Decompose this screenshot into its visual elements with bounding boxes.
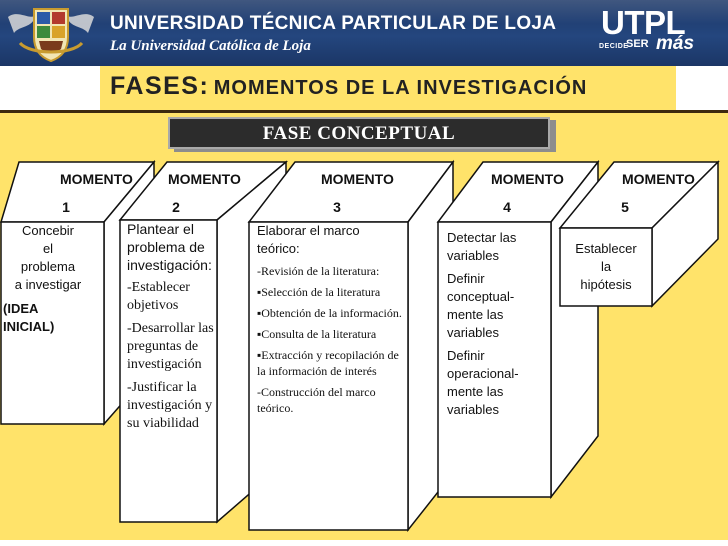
moment-2-item: -Justificar la investigación y su viabil… <box>127 380 213 431</box>
moment-2-item: -Establecer objetivos <box>127 280 190 313</box>
moment-4-content: Detectar las variables Definir conceptua… <box>447 229 545 419</box>
slide-title: FASES: MOMENTOS DE LA INVESTIGACIÓN <box>110 72 587 101</box>
moment-4-number: 4 <box>501 194 513 220</box>
moment-5-content: Establecer la hipótesis <box>566 240 646 294</box>
moment-1-label: MOMENTO <box>60 166 133 192</box>
moment-5-line: la <box>600 259 612 274</box>
moment-2-label-line2: 2 <box>172 199 180 215</box>
moment-1-note: (IDEA INICIAL) <box>3 301 55 334</box>
moment-1-line: el <box>42 241 54 256</box>
moment-3-intro: Elaborar el marco teórico: <box>257 223 360 256</box>
moment-3-label-line1: MOMENTO <box>321 171 394 187</box>
moment-4-front <box>437 221 552 498</box>
moment-3-item: ▪Obtención de la información. <box>257 306 402 320</box>
moment-3-item: ▪Selección de la literatura <box>257 285 381 299</box>
moment-3-label: MOMENTO <box>321 166 394 192</box>
moment-4-item: Detectar las variables <box>447 230 517 263</box>
title-bar <box>100 66 676 110</box>
moment-5-label: MOMENTO <box>622 166 695 192</box>
moment-3-item: ▪Consulta de la literatura <box>257 327 377 341</box>
moment-2-label-line1: MOMENTO <box>168 171 241 187</box>
moment-1-label-line2: 1 <box>62 199 70 215</box>
moment-4-item: Definir conceptual-mente las variables <box>447 271 515 340</box>
moment-2-front <box>119 219 218 523</box>
tagline-middle: SER <box>626 38 649 50</box>
moment-4-label-line1: MOMENTO <box>491 171 564 187</box>
university-crest-icon <box>8 8 94 63</box>
moment-4-item: Definir operacional-mente las variables <box>447 348 519 417</box>
moment-2-item: -Desarrollar las preguntas de investigac… <box>127 321 214 372</box>
utpl-logo: UTPL <box>601 4 686 41</box>
moment-3-front <box>248 221 409 531</box>
moment-2-number: 2 <box>170 194 182 220</box>
moment-5-line: hipótesis <box>580 277 632 292</box>
moment-3-label-line2: 3 <box>333 199 341 215</box>
moment-3-number: 3 <box>331 194 343 220</box>
moment-1-front <box>0 221 105 425</box>
header-shine <box>0 0 728 24</box>
moment-2-label: MOMENTO <box>168 166 241 192</box>
moment-3-item: ▪Extracción y recopilación de la informa… <box>257 348 399 378</box>
phase-banner: FASE CONCEPTUAL <box>168 117 550 149</box>
university-subtitle: La Universidad Católica de Loja <box>110 38 311 54</box>
moment-1-number: 1 <box>60 194 72 220</box>
moment-4-label: MOMENTO <box>491 166 564 192</box>
title-text: MOMENTOS DE LA INVESTIGACIÓN <box>213 77 588 99</box>
moment-5-front <box>559 227 653 307</box>
moment-2-content: Plantear el problema de investigación: -… <box>127 220 215 433</box>
tagline-suffix: más <box>656 33 695 54</box>
moment-1-line: Concebir <box>21 223 75 238</box>
moment-1-line: problema <box>20 259 76 274</box>
moment-1-content: Concebir el problema a investigar (IDEA … <box>3 222 93 336</box>
moment-5-label-line1: MOMENTO <box>622 171 695 187</box>
moment-4-label-line2: 4 <box>503 199 511 215</box>
title-prefix: FASES: <box>110 72 210 100</box>
moment-3-content: Elaborar el marco teórico: -Revisión de … <box>257 222 405 416</box>
moment-5-line: Establecer <box>575 241 637 256</box>
panel-divider <box>0 110 728 113</box>
university-header: UNIVERSIDAD TÉCNICA PARTICULAR DE LOJA L… <box>0 0 728 66</box>
moment-2-intro: Plantear el problema de investigación: <box>127 221 212 273</box>
moment-3-item: -Construcción del marco teórico. <box>257 385 376 415</box>
moment-1-label-line1: MOMENTO <box>60 171 133 187</box>
university-name: UNIVERSIDAD TÉCNICA PARTICULAR DE LOJA <box>110 13 557 34</box>
moment-1-line: a investigar <box>14 277 82 292</box>
moment-5-label-line2: 5 <box>621 199 629 215</box>
moment-5-number: 5 <box>619 194 631 220</box>
moment-3-item: -Revisión de la literatura: <box>257 264 380 278</box>
tagline-prefix: DECIDE <box>599 43 629 50</box>
